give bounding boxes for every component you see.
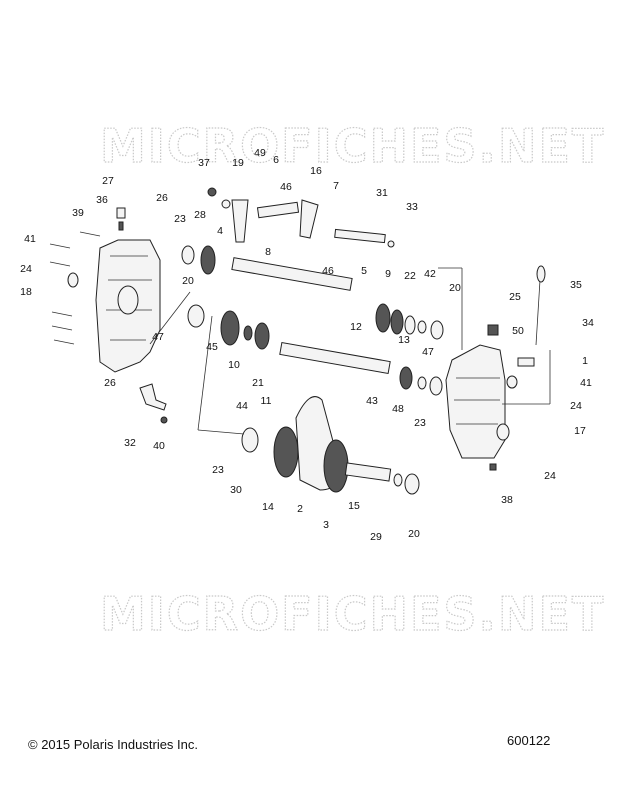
middle-shaft-assembly [187, 304, 443, 396]
figure-id: 600122 [507, 733, 551, 748]
callout-c25: 25 [509, 291, 521, 303]
assembly-guide-lines [149, 267, 551, 435]
callout-c46b: 46 [322, 265, 334, 277]
callout-c3: 3 [323, 519, 329, 531]
callout-c2: 2 [297, 503, 303, 515]
callout-c13: 13 [398, 334, 410, 346]
callout-c47a: 47 [422, 346, 434, 358]
left-case [49, 207, 161, 373]
callout-c4: 4 [217, 225, 223, 237]
callout-c47b: 47 [152, 331, 164, 343]
callout-c39: 39 [72, 207, 84, 219]
callout-c38: 38 [501, 494, 513, 506]
callout-c20b: 20 [449, 282, 461, 294]
callout-c26b: 26 [104, 377, 116, 389]
callout-c16: 16 [310, 165, 322, 177]
callout-c43: 43 [366, 395, 378, 407]
shift-assembly [207, 187, 395, 248]
callout-c40: 40 [153, 440, 165, 452]
callout-c45: 45 [206, 341, 218, 353]
callout-c35: 35 [570, 279, 582, 291]
callout-c23b: 23 [414, 417, 426, 429]
callout-c12: 12 [350, 321, 362, 333]
callout-c19: 19 [232, 157, 244, 169]
callout-c7: 7 [333, 180, 339, 192]
callout-c50: 50 [512, 325, 524, 337]
callout-c9: 9 [385, 268, 391, 280]
callout-c37: 37 [198, 157, 210, 169]
chain-drive-assembly [139, 383, 420, 495]
right-case [445, 265, 546, 471]
watermark-bottom: MICROFICHES.NET [100, 587, 605, 641]
callout-c29: 29 [370, 531, 382, 543]
callout-c22: 22 [404, 270, 416, 282]
callout-c44: 44 [236, 400, 248, 412]
callout-c49: 49 [254, 147, 266, 159]
callout-c48: 48 [392, 403, 404, 415]
callout-c34: 34 [582, 317, 594, 329]
watermark-top: MICROFICHES.NET [100, 119, 605, 173]
callout-c41b: 41 [580, 377, 592, 389]
callout-c1: 1 [582, 355, 588, 367]
callout-c27: 27 [102, 175, 114, 187]
upper-shaft-assembly [181, 245, 444, 340]
callout-c10: 10 [228, 359, 240, 371]
callout-c5: 5 [361, 265, 367, 277]
callout-c32: 32 [124, 437, 136, 449]
callout-c15: 15 [348, 500, 360, 512]
callout-c8: 8 [265, 246, 271, 258]
callout-c24a: 24 [20, 263, 32, 275]
callout-c14: 14 [262, 501, 274, 513]
callout-c31: 31 [376, 187, 388, 199]
callout-c20c: 20 [408, 528, 420, 540]
callout-c41a: 41 [24, 233, 36, 245]
callout-c26a: 26 [156, 192, 168, 204]
callout-c11: 11 [261, 395, 272, 407]
callout-c33: 33 [406, 201, 418, 213]
callout-c21: 21 [252, 377, 264, 389]
callout-c18: 18 [20, 286, 32, 298]
callout-c6: 6 [273, 154, 279, 166]
copyright-text: © 2015 Polaris Industries Inc. [28, 737, 198, 752]
callout-c23c: 23 [212, 464, 224, 476]
callout-c24b: 24 [570, 400, 582, 412]
callout-c28: 28 [194, 209, 206, 221]
callout-c36: 36 [96, 194, 108, 206]
callout-c23a: 23 [174, 213, 186, 225]
callout-c24c: 24 [544, 470, 556, 482]
callout-c17: 17 [574, 425, 586, 437]
callout-c30: 30 [230, 484, 242, 496]
callout-c46a: 46 [280, 181, 292, 193]
callout-c42: 42 [424, 268, 436, 280]
callout-c20a: 20 [182, 275, 194, 287]
